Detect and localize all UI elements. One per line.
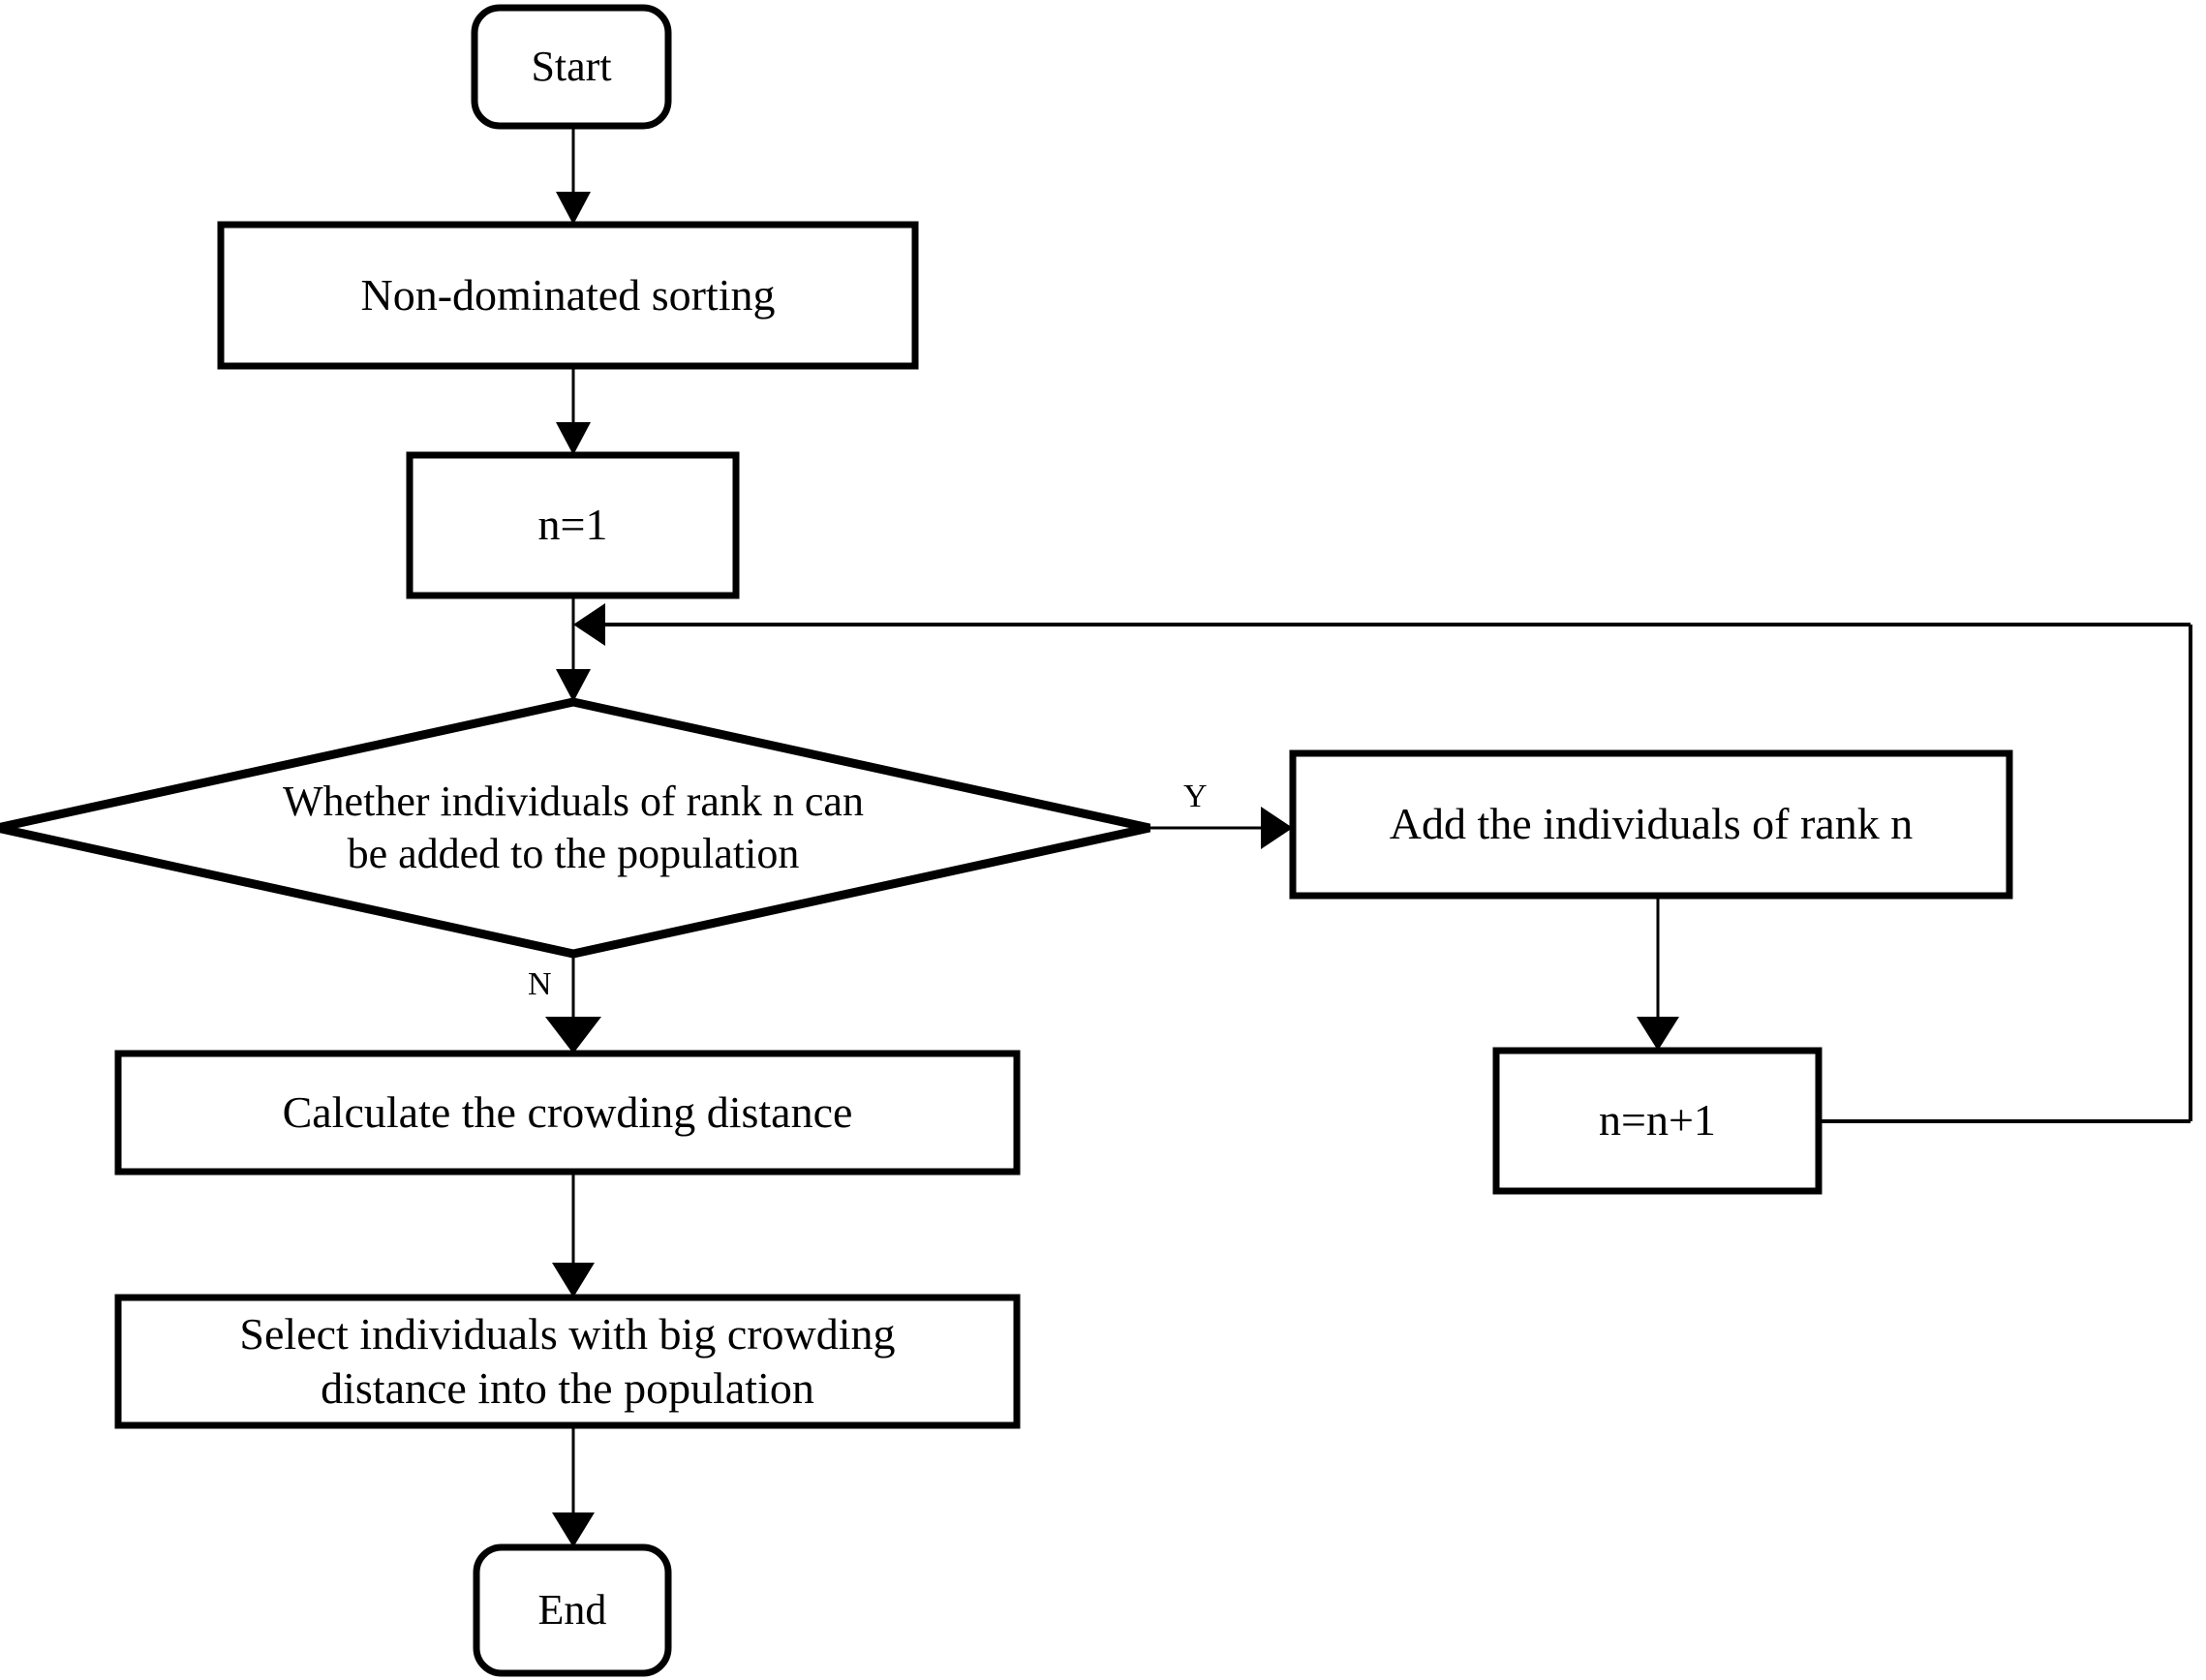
edge-decision-to-add (1149, 807, 1293, 849)
edge-label-no: N (528, 966, 552, 1002)
node-n-increment-shape[interactable] (1492, 1047, 1823, 1195)
edge-n-init-to-decision (556, 596, 591, 702)
node-n-init-shape[interactable] (406, 451, 740, 599)
node-end-shape[interactable] (473, 1543, 672, 1677)
node-start-shape[interactable] (471, 4, 672, 130)
edge-decision-to-calculate (545, 954, 601, 1054)
edge-increment-loop-back (573, 603, 2192, 1123)
node-non-dominated-sorting-shape[interactable] (217, 221, 919, 370)
edge-sorting-to-n-init (556, 366, 591, 455)
node-calculate-crowding-shape[interactable] (114, 1050, 1021, 1176)
edge-add-to-increment (1637, 896, 1679, 1051)
edge-select-to-end (552, 1425, 595, 1547)
node-decision-rank-shape[interactable] (0, 697, 1150, 959)
edge-label-yes: Y (1183, 779, 1208, 814)
node-add-individuals-shape[interactable] (1289, 749, 2013, 900)
edge-start-to-sorting (556, 126, 591, 225)
edge-calculate-to-select (552, 1172, 595, 1298)
node-select-individuals-shape[interactable] (114, 1294, 1021, 1429)
